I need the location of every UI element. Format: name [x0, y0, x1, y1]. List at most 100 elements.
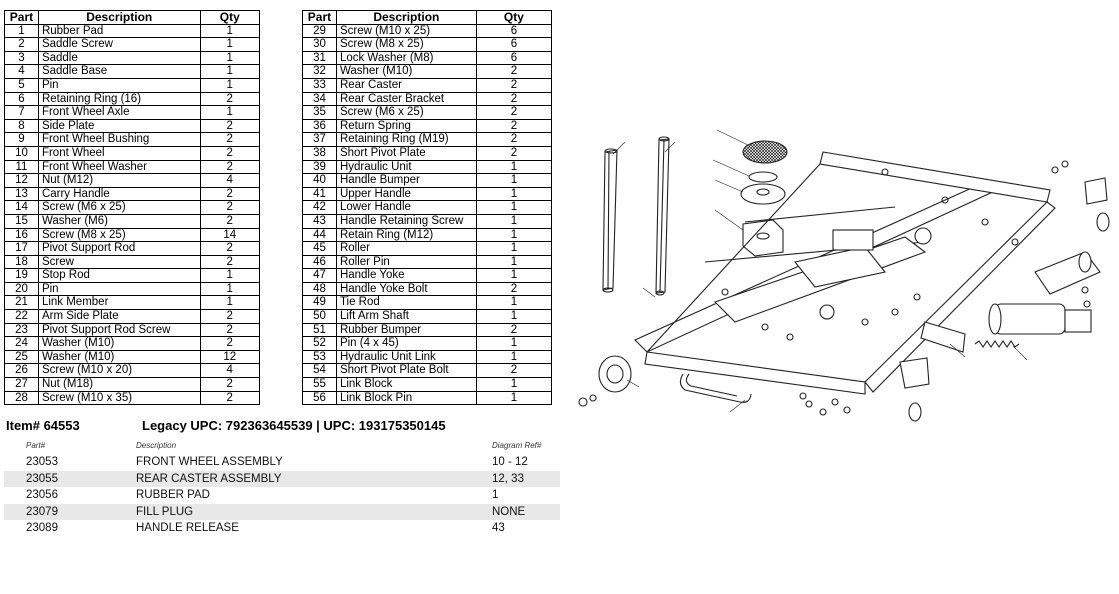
part-description: Nut (M18) [37, 377, 201, 392]
part-description: Hydraulic Unit Link [335, 349, 477, 365]
part-qty: 1 [475, 268, 553, 283]
part-number: 4 [4, 64, 39, 79]
part-number: 55 [302, 377, 337, 392]
item-number: Item# 64553 [6, 418, 80, 433]
part-number: 1 [4, 23, 39, 39]
assembly-part-number: 23089 [26, 522, 58, 535]
col-header-part: Part [4, 10, 39, 25]
part-number: 35 [302, 105, 337, 120]
part-description: Handle Retaining Screw [335, 213, 477, 229]
part-qty: 2 [475, 64, 553, 79]
part-description: Rubber Bumper [335, 322, 477, 338]
part-number: 39 [302, 159, 337, 175]
part-description: Stop Rod [37, 268, 201, 283]
col-header-description: Description [136, 440, 177, 450]
part-number: 2 [4, 37, 39, 52]
part-qty: 1 [475, 336, 553, 351]
part-qty: 6 [475, 50, 553, 66]
part-number: 53 [302, 349, 337, 365]
part-qty: 4 [199, 173, 261, 188]
part-qty: 1 [475, 186, 553, 202]
part-qty: 1 [475, 173, 553, 188]
part-qty: 2 [199, 377, 261, 392]
part-description: Screw (M6 x 25) [37, 200, 201, 215]
upc-line: Legacy UPC: 792363645539 | UPC: 19317535… [142, 418, 446, 433]
part-qty: 2 [199, 200, 261, 215]
part-number: 25 [4, 349, 39, 365]
part-description: Front Wheel Bushing [37, 132, 201, 147]
part-number: 56 [302, 390, 337, 406]
part-description: Screw (M6 x 25) [335, 105, 477, 120]
part-number: 52 [302, 336, 337, 351]
part-description: Washer (M10) [37, 349, 201, 365]
part-number: 8 [4, 118, 39, 134]
callout-leaders-icon [612, 129, 1028, 413]
col-header-description: Description [335, 10, 477, 25]
part-qty: 1 [475, 241, 553, 256]
col-header-qty: Qty [475, 10, 553, 25]
part-qty: 2 [199, 159, 261, 175]
part-description: Handle Yoke Bolt [335, 281, 477, 297]
part-description: Roller [335, 241, 477, 256]
part-number: 33 [302, 77, 337, 93]
part-description: Retaining Ring (M19) [335, 132, 477, 147]
part-description: Screw (M8 x 25) [37, 227, 201, 243]
exploded-floor-jack-diagram-icon [578, 129, 1110, 422]
part-number: 49 [302, 295, 337, 311]
col-header-part: Part [302, 10, 337, 25]
part-qty: 1 [475, 295, 553, 311]
part-qty: 1 [475, 200, 553, 215]
part-number: 43 [302, 213, 337, 229]
part-description: Pin [37, 281, 201, 297]
part-qty: 2 [475, 281, 553, 297]
part-number: 45 [302, 241, 337, 256]
part-qty: 1 [475, 254, 553, 270]
part-number: 10 [4, 145, 39, 161]
part-description: Pivot Support Rod Screw [37, 322, 201, 338]
part-qty: 1 [475, 377, 553, 392]
part-number: 19 [4, 268, 39, 283]
part-description: Pin [37, 77, 201, 93]
assembly-table-header: Part# Description Diagram Ref# [4, 438, 560, 454]
part-description: Link Member [37, 295, 201, 311]
part-qty: 12 [199, 349, 261, 365]
part-number: 5 [4, 77, 39, 93]
part-qty: 6 [475, 23, 553, 39]
part-number: 12 [4, 173, 39, 188]
part-number: 17 [4, 241, 39, 256]
part-description: Short Pivot Plate [335, 145, 477, 161]
part-description: Front Wheel Washer [37, 159, 201, 175]
part-number: 3 [4, 50, 39, 66]
part-number: 41 [302, 186, 337, 202]
hydraulic-unit-icon [988, 303, 1092, 335]
assembly-diagram-ref: 43 [492, 522, 505, 535]
part-qty: 2 [475, 77, 553, 93]
part-qty: 1 [199, 268, 261, 283]
